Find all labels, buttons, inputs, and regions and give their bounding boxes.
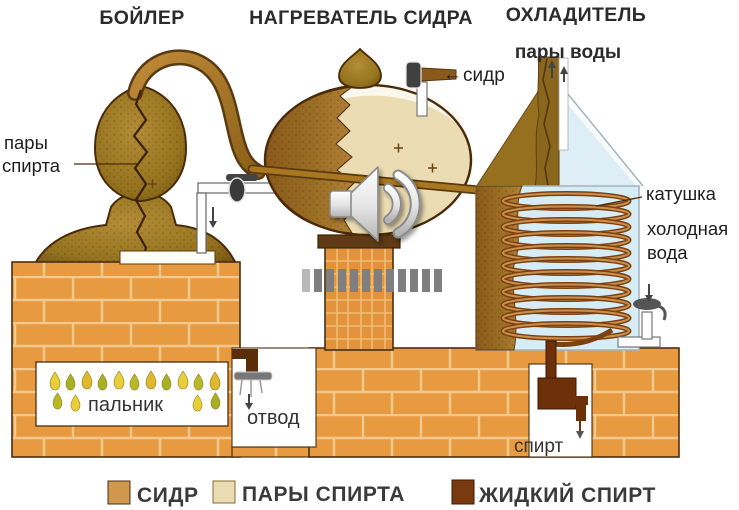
- legend-label-alcohol-vapors: ПАРЫ СПИРТА: [242, 483, 405, 506]
- outlet-alcove: [231, 347, 317, 448]
- title-cider-heater: НАГРЕВАТЕЛЬ СИДРА: [249, 7, 473, 29]
- boiler-vessel: [31, 49, 266, 269]
- heater-drain-pipe: [196, 174, 303, 254]
- legend: СИДР ПАРЫ СПИРТА ЖИДКИЙ СПИРТ: [107, 479, 656, 507]
- legend-swatch-alcohol-vapors: [212, 480, 236, 504]
- legend-label-cider: СИДР: [137, 484, 199, 507]
- cold-water-faucet: [617, 284, 667, 348]
- label-alcohol-vapors-2: спирта: [2, 155, 61, 176]
- cooler-chimney: [534, 56, 560, 188]
- pipe-valve-icon: [226, 174, 258, 203]
- legend-swatch-cider: [107, 480, 131, 505]
- speaker-sound-icon[interactable]: [329, 166, 421, 242]
- outlet-faucet: [232, 349, 273, 410]
- title-boiler: БОЙЛЕР: [99, 5, 184, 29]
- label-cider: сидр: [463, 65, 505, 86]
- cider-inlet-faucet: [405, 61, 457, 117]
- heater-dome-finial: [338, 47, 382, 89]
- label-alcohol-vapors-1: пары: [4, 132, 48, 153]
- burner-box: [35, 361, 229, 427]
- furnace-ledge: [119, 250, 216, 265]
- label-cold-water-2: вода: [647, 242, 688, 263]
- legend-swatch-liquid-alcohol: [451, 479, 475, 505]
- label-alcohol: спирт: [514, 436, 564, 457]
- label-coil: катушка: [646, 183, 717, 204]
- cooling-coil: [500, 191, 632, 341]
- boiler-cutaway-crack: [132, 89, 149, 265]
- title-cooler: ОХЛАДИТЕЛЬ: [506, 4, 646, 26]
- label-burner: пальник: [88, 394, 163, 416]
- label-cold-water-1: холодная: [647, 218, 728, 239]
- legend-label-liquid-alcohol: ЖИДКИЙ СПИРТ: [478, 483, 656, 507]
- label-cider-arrow: ←: [443, 64, 462, 85]
- label-water-vapors: пары воды: [515, 42, 621, 63]
- alcohol-container: [537, 377, 588, 439]
- steam-arrows: [548, 60, 568, 82]
- progress-bar[interactable]: [302, 269, 442, 292]
- cooler-tank: [475, 56, 644, 380]
- label-outlet: отвод: [247, 407, 300, 429]
- chimney-pedestal: [324, 245, 394, 351]
